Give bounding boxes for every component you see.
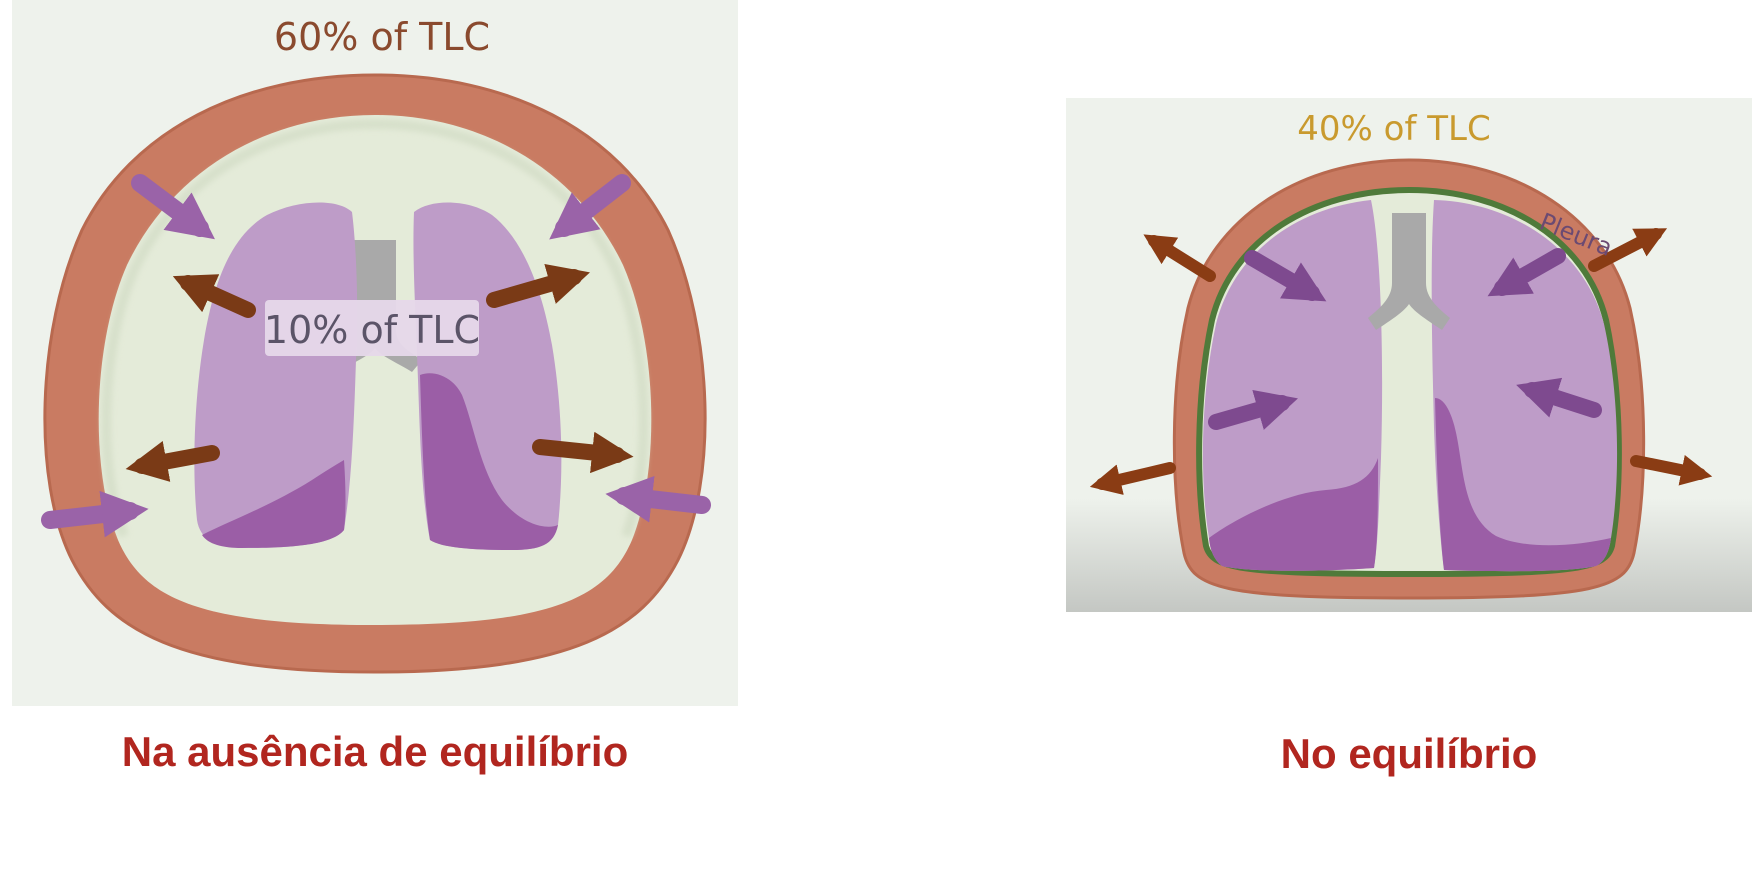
- arrow-outward-lower-left: [125, 440, 220, 482]
- arrow-outward-upper-left: [1143, 234, 1216, 282]
- left-thorax-label: 60% of TLC: [274, 15, 490, 59]
- arrow-inward-upper-left: [1244, 250, 1327, 302]
- left-lung-recoil-arrows: [41, 174, 711, 538]
- arrow-inward-upper-left: [131, 174, 215, 240]
- left-lung-label: 10% of TLC: [264, 308, 480, 352]
- diagram-in-equilibrium: 40% of TLC Pleura: [1066, 98, 1752, 612]
- caption-not-in-equilibrium: Na ausência de equilíbrio: [121, 728, 629, 775]
- right-lung-left: [1202, 200, 1383, 571]
- arrow-inward-lower-left: [41, 490, 149, 538]
- diagram-not-in-equilibrium: 60% of TLC 10% of TLC: [12, 0, 738, 706]
- right-trachea: [1368, 213, 1450, 330]
- left-diagram-svg: 60% of TLC 10% of TLC: [12, 0, 738, 706]
- arrow-outward-lower-left: [1089, 462, 1176, 495]
- arrow-inward-lower-right: [1516, 377, 1602, 418]
- right-lung-recoil-arrows: [1208, 248, 1602, 430]
- arrow-inward-upper-right: [549, 174, 631, 240]
- arrow-inward-lower-left: [1208, 389, 1298, 430]
- left-lung-label-box: [265, 300, 479, 356]
- right-wall-recoil-arrows: [1089, 228, 1713, 495]
- arrow-inward-lower-right: [605, 475, 711, 523]
- arrow-outward-lower-right: [532, 431, 634, 474]
- arrow-outward-upper-left: [172, 274, 256, 318]
- left-pleural-space: [98, 115, 652, 625]
- arrow-outward-upper-right: [1588, 228, 1668, 272]
- right-thorax-label: 40% of TLC: [1297, 109, 1490, 149]
- left-lung-left: [194, 202, 358, 548]
- caption-in-equilibrium: No equilíbrio: [1280, 730, 1538, 777]
- left-wall-recoil-arrows: [125, 263, 634, 482]
- arrow-outward-lower-right: [1630, 454, 1713, 486]
- right-diagram-svg: 40% of TLC Pleura: [1066, 98, 1752, 612]
- arrow-outward-upper-right: [486, 263, 590, 308]
- arrow-inward-upper-right: [1487, 248, 1566, 297]
